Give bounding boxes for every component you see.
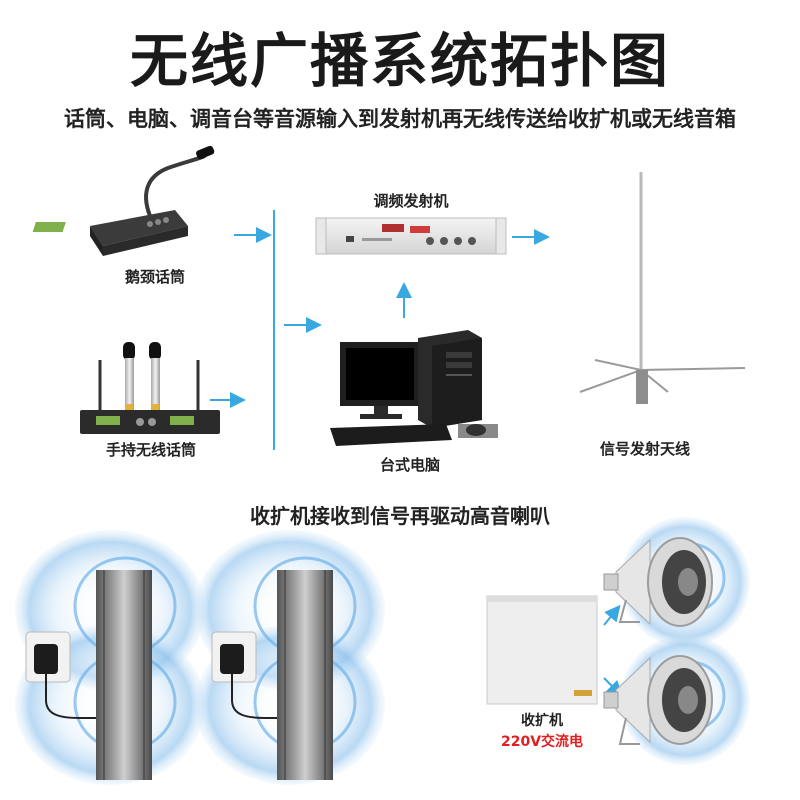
label-fm-transmitter: 调频发射机 (373, 192, 449, 210)
wireless-mic-icon (80, 342, 220, 434)
section-title-receiver: 收扩机接收到信号再驱动高音喇叭 (250, 504, 550, 528)
column-speaker-icon (277, 570, 333, 780)
label-desktop-pc: 台式电脑 (379, 456, 440, 474)
arrow-receiver-to-horn-1 (603, 604, 621, 626)
page-title: 无线广播系统拓扑图 (129, 27, 670, 95)
desktop-pc-icon (330, 330, 498, 446)
fm-transmitter-icon (315, 217, 507, 255)
power-adapter-icon (211, 631, 277, 719)
antenna-icon (579, 172, 746, 404)
label-antenna: 信号发射天线 (599, 440, 690, 458)
receiver-box-icon (486, 595, 598, 705)
horn-speaker-1 (603, 517, 750, 647)
label-receiver-amp: 收扩机 (521, 713, 563, 729)
label-gooseneck-mic: 鹅颈话筒 (124, 268, 185, 286)
label-handheld-mic: 手持无线话筒 (105, 441, 196, 459)
label-power: 220V交流电 (500, 734, 584, 750)
column-speaker-icon (96, 570, 152, 780)
gooseneck-mic-icon (32, 145, 215, 256)
page-subtitle: 话筒、电脑、调音台等音源输入到发射机再无线传送给收扩机或无线音箱 (64, 107, 736, 131)
power-adapter-icon (25, 631, 96, 719)
horn-speaker-2 (603, 635, 750, 765)
